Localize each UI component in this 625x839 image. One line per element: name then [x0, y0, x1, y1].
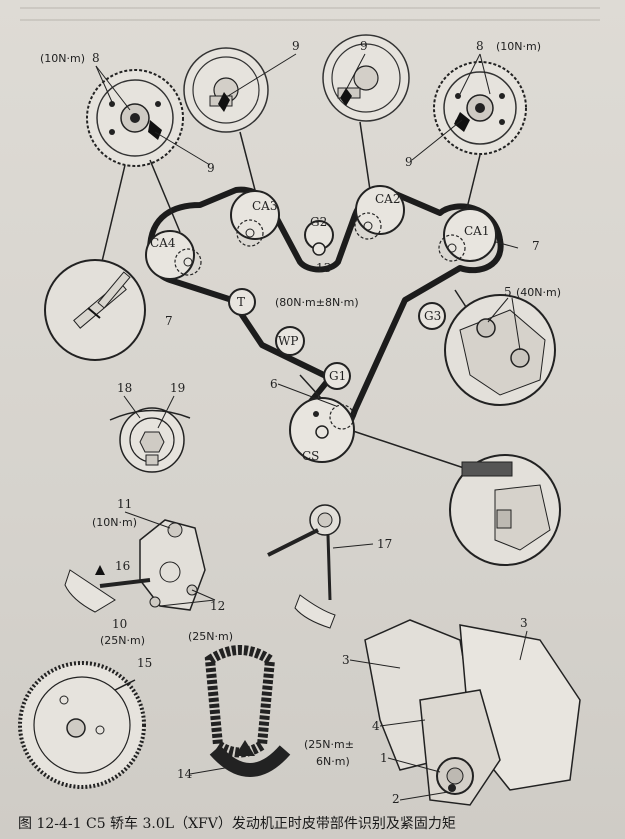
callout-19: 19	[170, 381, 185, 395]
crankshaft-pulley-cs	[289, 397, 355, 463]
callout-13: 13	[316, 261, 331, 275]
pulley-t	[228, 288, 256, 316]
torque-13: (80N·m±8N·m)	[275, 296, 359, 309]
label-ca3: CA3	[252, 199, 277, 213]
torque-10: (25N·m)	[100, 634, 145, 647]
torque-1-line2: 6N·m)	[316, 755, 350, 768]
cam-sprocket-mid-left	[183, 47, 269, 133]
callout-16: 16	[115, 559, 130, 573]
torque-8-left: (10N·m)	[40, 52, 85, 65]
label-ca1: CA1	[464, 224, 489, 238]
label-g1: G1	[329, 369, 346, 383]
callout-leaders	[95, 53, 528, 801]
pulley-ca2	[354, 185, 405, 240]
label-ca2: CA2	[375, 192, 400, 206]
tensioner-bracket	[64, 519, 206, 613]
callout-7-right: 7	[532, 239, 540, 253]
callout-3-right: 3	[520, 616, 528, 630]
callout-10: 10	[112, 617, 127, 631]
pulley-ca3	[230, 190, 280, 247]
label-ca4: CA4	[150, 236, 176, 250]
callout-14: 14	[177, 767, 193, 781]
callout-2: 2	[392, 792, 400, 806]
torque-1-line1: (25N·m±	[304, 738, 354, 751]
callout-8-left: 8	[92, 51, 100, 65]
timing-covers	[364, 619, 581, 806]
leader-lines	[99, 121, 481, 471]
callout-6: 6	[270, 377, 278, 391]
cam-sprocket-mid-right	[322, 34, 410, 122]
label-t: T	[237, 295, 245, 309]
figure-caption: 图 12-4-1 C5 轿车 3.0L（XFV）发动机正时皮带部件识别及紧固力矩	[18, 815, 456, 832]
callout-9-left: 9	[207, 161, 215, 175]
callout-3-left: 3	[342, 653, 350, 667]
pulley-g1	[323, 362, 351, 390]
label-g2: G2	[310, 215, 327, 229]
page-header-lines	[20, 7, 600, 21]
callout-1: 1	[380, 751, 388, 765]
torque-wrench-detail	[267, 504, 341, 629]
callout-12: 12	[210, 599, 225, 613]
callout-9-mid-right: 9	[360, 39, 368, 53]
callout-11: 11	[117, 497, 132, 511]
callout-4: 4	[372, 719, 380, 733]
callout-9-right: 9	[405, 155, 413, 169]
tensioner-detail	[109, 407, 191, 473]
pulley-ca4	[145, 230, 202, 280]
callout-15: 15	[137, 656, 152, 670]
cam-sprocket-far-left	[86, 69, 184, 167]
label-cs: CS	[302, 449, 319, 463]
inset-crank-lock-tool	[449, 454, 561, 566]
inset-locking-tool	[44, 259, 146, 361]
callout-5: 5	[504, 285, 512, 299]
callout-18: 18	[117, 381, 132, 395]
callout-8-right: 8	[476, 39, 484, 53]
label-wp: WP	[278, 334, 298, 348]
torque-11: (10N·m)	[92, 516, 137, 529]
pulley-wp	[275, 326, 305, 356]
label-g3: G3	[424, 309, 441, 323]
torque-8-right: (10N·m)	[496, 40, 541, 53]
cam-sprocket-far-right	[433, 61, 527, 155]
torque-5: (40N·m)	[516, 286, 561, 299]
pulley-g3	[418, 302, 446, 330]
pulley-g2	[304, 220, 334, 256]
crank-sprocket-detail	[18, 661, 146, 789]
timing-belt-loop-detail	[204, 645, 291, 777]
inset-bolt-detail	[444, 294, 556, 406]
callout-9-mid: 9	[292, 39, 300, 53]
callout-17: 17	[377, 537, 392, 551]
callout-7-left: 7	[165, 314, 173, 328]
pulley-ca1	[438, 208, 497, 262]
torque-12: (25N·m)	[188, 630, 233, 643]
